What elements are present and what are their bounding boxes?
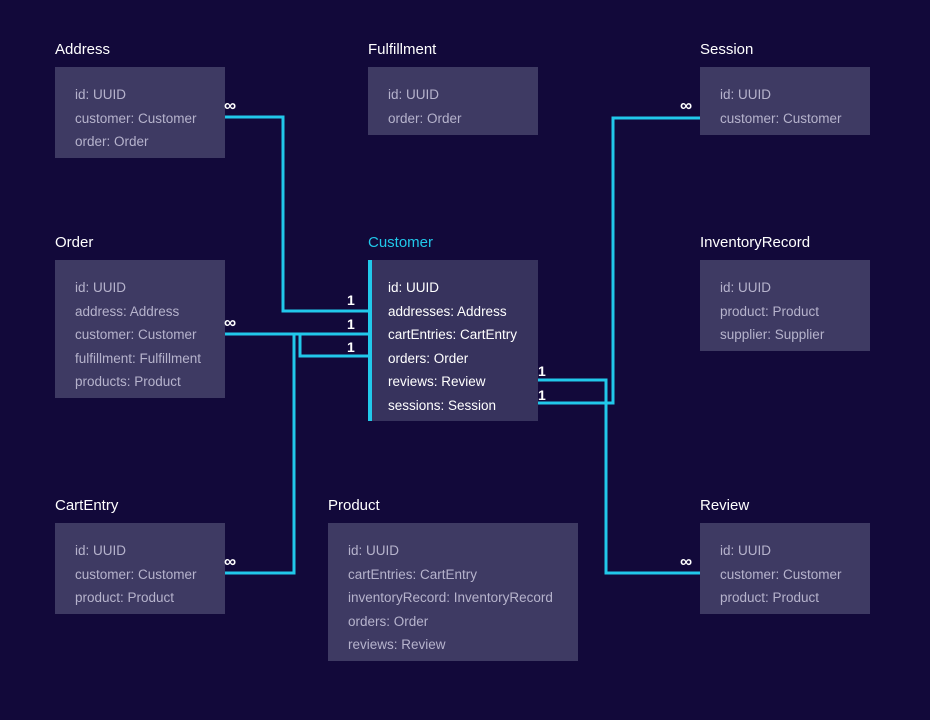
field-inventoryrecord-supplier: supplier: Supplier <box>720 327 825 342</box>
connector-customer-cartentry <box>225 334 296 575</box>
connector-customer-review <box>538 378 700 575</box>
entity-title-fulfillment: Fulfillment <box>368 41 437 58</box>
field-cartentry-customer: customer: Customer <box>75 566 197 582</box>
field-product-orders: orders: Order <box>348 613 429 629</box>
field-order-fulfillment: fulfillment: Fulfillment <box>75 350 202 366</box>
entity-title-inventoryrecord: InventoryRecord <box>700 234 811 251</box>
entity-card-product[interactable]: id: UUID cartEntries: CartEntry inventor… <box>328 523 578 661</box>
field-address-id: id: UUID <box>75 87 127 102</box>
field-customer-id: id: UUID <box>388 280 440 295</box>
field-product-id: id: UUID <box>348 543 400 558</box>
cardinality-customer-cartentries-one: 1 <box>347 316 355 332</box>
entity-card-review[interactable]: id: UUID customer: Customer product: Pro… <box>700 523 870 614</box>
entity-card-order[interactable]: id: UUID address: Address customer: Cust… <box>55 260 225 398</box>
field-fulfillment-order: order: Order <box>388 110 462 126</box>
cardinality-review-many: ∞ <box>680 552 693 571</box>
field-customer-reviews: reviews: Review <box>388 374 486 389</box>
field-inventoryrecord-id: id: UUID <box>720 280 772 295</box>
field-product-cartentries: cartEntries: CartEntry <box>348 566 478 582</box>
entity-card-cartentry[interactable]: id: UUID customer: Customer product: Pro… <box>55 523 225 614</box>
cardinality-session-many: ∞ <box>680 96 693 115</box>
field-address-order: order: Order <box>75 134 149 149</box>
entity-title-review: Review <box>700 497 750 514</box>
field-session-id: id: UUID <box>720 87 772 102</box>
field-cartentry-product: product: Product <box>75 590 175 605</box>
entity-card-session[interactable]: id: UUID customer: Customer <box>700 67 870 135</box>
entity-card-customer[interactable]: id: UUID addresses: Address cartEntries:… <box>368 260 538 421</box>
entity-title-session: Session <box>700 41 754 58</box>
cardinality-customer-orders-one: 1 <box>347 339 355 355</box>
entity-card-fulfillment[interactable]: id: UUID order: Order <box>368 67 538 135</box>
field-review-product: product: Product <box>720 590 820 605</box>
field-order-customer: customer: Customer <box>75 327 197 342</box>
entity-card-address[interactable]: id: UUID customer: Customer order: Order <box>55 67 225 158</box>
field-fulfillment-id: id: UUID <box>388 87 440 102</box>
entity-card-inventoryrecord[interactable]: id: UUID product: Product supplier: Supp… <box>700 260 870 351</box>
connector-customer-session <box>538 116 700 405</box>
field-customer-addresses: addresses: Address <box>388 303 507 319</box>
field-customer-cartentries: cartEntries: CartEntry <box>388 327 518 342</box>
entity-title-product: Product <box>328 497 380 514</box>
field-session-customer: customer: Customer <box>720 110 842 126</box>
field-product-inventoryrecord: inventoryRecord: InventoryRecord <box>348 590 553 605</box>
field-review-id: id: UUID <box>720 543 772 558</box>
entity-title-address: Address <box>55 41 111 58</box>
cardinality-customer-addresses-one: 1 <box>347 292 355 308</box>
field-review-customer: customer: Customer <box>720 566 842 582</box>
cardinality-customer-reviews-one: 1 <box>538 363 546 379</box>
field-order-id: id: UUID <box>75 280 127 295</box>
field-order-products: products: Product <box>75 374 181 389</box>
field-address-customer: customer: Customer <box>75 110 197 126</box>
cardinality-cartentry-many: ∞ <box>224 552 237 571</box>
connector-customer-order-orders <box>298 334 368 358</box>
entity-title-cartentry: CartEntry <box>55 497 119 514</box>
field-product-reviews: reviews: Review <box>348 637 446 652</box>
cardinality-order-many: ∞ <box>224 313 237 332</box>
connector-customer-address <box>225 115 368 313</box>
entity-title-customer: Customer <box>368 234 434 251</box>
cardinality-customer-sessions-one: 1 <box>538 387 546 403</box>
cardinality-address-many: ∞ <box>224 96 237 115</box>
entity-title-order: Order <box>55 234 94 251</box>
field-order-address: address: Address <box>75 303 180 319</box>
field-inventoryrecord-product: product: Product <box>720 303 820 319</box>
field-cartentry-id: id: UUID <box>75 543 127 558</box>
field-customer-sessions: sessions: Session <box>388 397 497 413</box>
field-customer-orders: orders: Order <box>388 350 469 366</box>
